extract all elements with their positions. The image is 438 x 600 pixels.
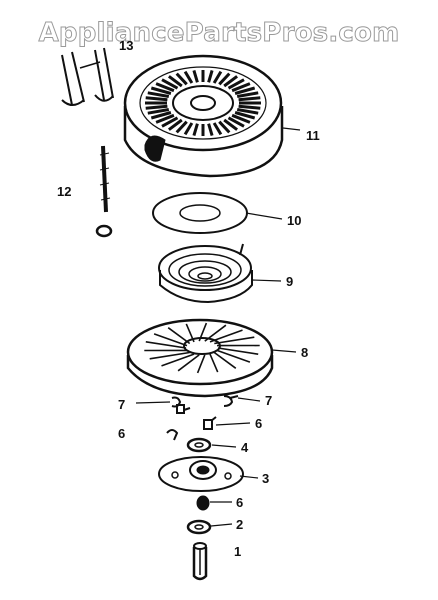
callout-12: 12 bbox=[57, 184, 71, 199]
part-12-screw[interactable] bbox=[95, 145, 113, 238]
part-4-washer[interactable] bbox=[186, 437, 212, 453]
part-3-retainer[interactable] bbox=[158, 456, 244, 492]
leader-lines bbox=[135, 127, 301, 527]
part-8-pulley[interactable] bbox=[126, 318, 274, 398]
callout-9: 9 bbox=[286, 274, 293, 289]
part-2-washer[interactable] bbox=[186, 519, 212, 535]
part-10-washer[interactable] bbox=[152, 192, 248, 234]
part-13-rope-handle[interactable] bbox=[61, 47, 114, 106]
callout-4: 4 bbox=[241, 440, 249, 455]
callout-7-right: 7 bbox=[265, 393, 272, 408]
watermark: AppliancePartsPros.com bbox=[38, 18, 400, 49]
callout-3: 3 bbox=[262, 471, 269, 486]
callout-6-right: 6 bbox=[255, 416, 262, 431]
callout-6-bottom: 6 bbox=[236, 495, 243, 510]
callout-1: 1 bbox=[234, 544, 241, 559]
callout-8: 8 bbox=[301, 345, 308, 360]
part-7-pawl-right[interactable] bbox=[223, 395, 239, 407]
part-9-spring[interactable] bbox=[158, 243, 253, 304]
part-7-pawl-left[interactable] bbox=[171, 396, 191, 414]
part-6-spring-right[interactable] bbox=[203, 416, 217, 430]
part-11-housing[interactable] bbox=[123, 54, 284, 178]
callout-2: 2 bbox=[236, 517, 243, 532]
callout-11: 11 bbox=[306, 128, 320, 143]
part-6-bolt[interactable] bbox=[196, 495, 210, 511]
part-1-shaft[interactable] bbox=[192, 542, 208, 581]
part-6-spring-left[interactable] bbox=[166, 429, 179, 441]
callout-13: 13 bbox=[119, 38, 133, 53]
callout-10: 10 bbox=[287, 213, 301, 228]
callout-7-left: 7 bbox=[118, 397, 125, 412]
callout-6-left: 6 bbox=[118, 426, 125, 441]
